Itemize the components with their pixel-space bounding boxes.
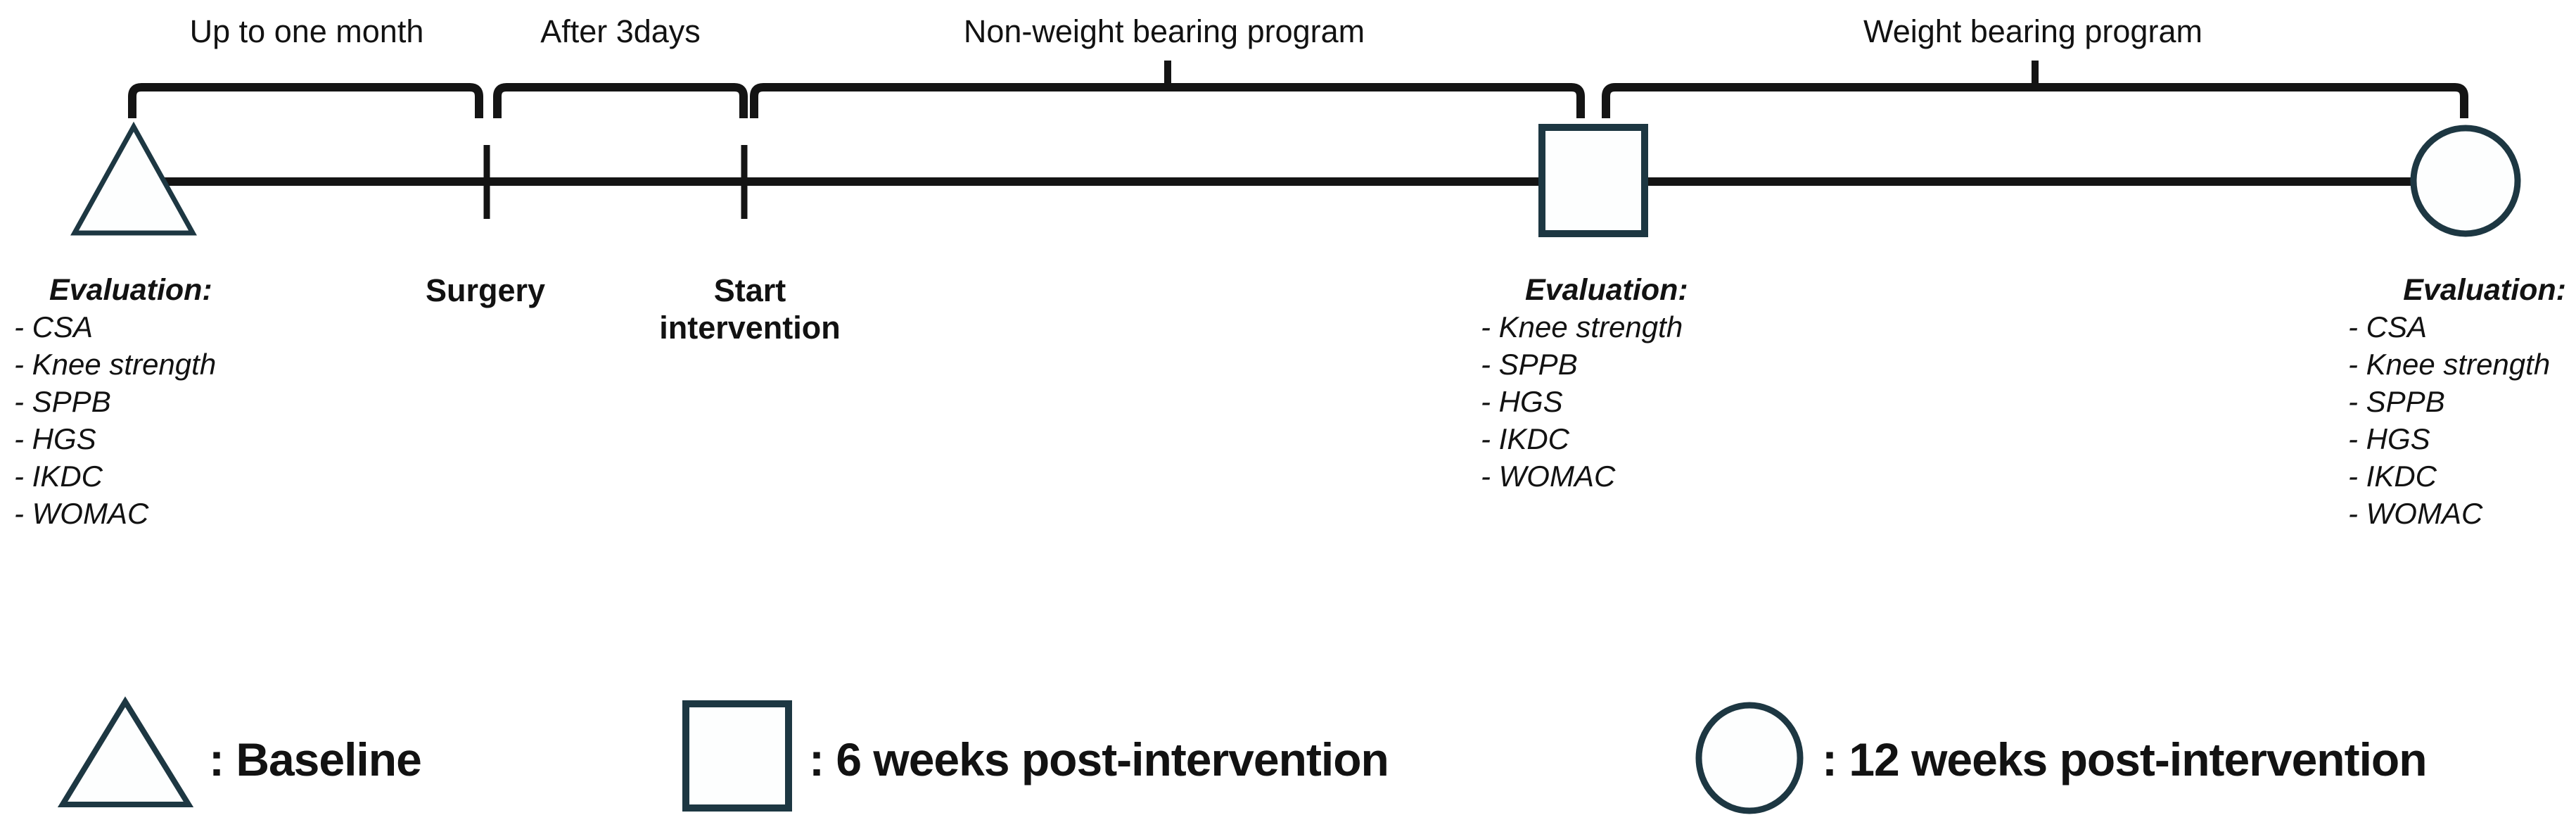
evaluation-baseline-item: - Knee strength [14, 348, 216, 381]
evaluation-twelve-weeks-heading: Evaluation: [2403, 273, 2566, 307]
evaluation-twelve-weeks-item: - HGS [2348, 422, 2430, 455]
start-intervention-label-line1: Start [714, 272, 786, 308]
evaluation-six-weeks-heading: Evaluation: [1525, 273, 1688, 307]
bracket-after-3days [493, 83, 748, 118]
legend-triangle-icon [57, 696, 194, 807]
evaluation-twelve-weeks-item: - Knee strength [2348, 348, 2550, 381]
evaluation-baseline-item: - CSA [14, 310, 93, 343]
legend-six-weeks-label: : 6 weeks post-intervention [809, 733, 1389, 785]
evaluation-twelve-weeks-item: - SPPB [2348, 385, 2445, 418]
baseline-triangle-marker [70, 121, 197, 236]
surgery-label: Surgery [426, 272, 545, 308]
phase-label-up-to-one-month: Up to one month [190, 13, 424, 49]
evaluation-baseline-item: - SPPB [14, 385, 111, 418]
evaluation-six-weeks-item: - HGS [1481, 385, 1563, 418]
phase-label-weight-bearing: Weight bearing program [1863, 13, 2202, 49]
evaluation-six-weeks-item: - IKDC [1481, 422, 1570, 455]
evaluation-six-weeks-item: - WOMAC [1481, 460, 1616, 493]
bracket-weight-bearing [1602, 83, 2468, 118]
start-intervention-label-line2: intervention [659, 310, 841, 346]
evaluation-list-six-weeks: Evaluation: - Knee strength - SPPB - HGS… [1481, 273, 1688, 493]
legend: : Baseline : 6 weeks post-intervention :… [57, 696, 2428, 814]
evaluation-baseline-item: - HGS [14, 422, 96, 455]
phase-label-non-weight-bearing: Non-weight bearing program [964, 13, 1365, 49]
evaluation-six-weeks-item: - Knee strength [1481, 310, 1683, 343]
evaluation-list-twelve-weeks: Evaluation: - CSA - Knee strength - SPPB… [2348, 273, 2566, 530]
legend-twelve-weeks-label: : 12 weeks post-intervention [1822, 733, 2427, 785]
evaluation-list-baseline: Evaluation: - CSA - Knee strength - SPPB… [14, 273, 216, 530]
evaluation-twelve-weeks-item: - WOMAC [2348, 497, 2483, 530]
evaluation-twelve-weeks-item: - CSA [2348, 310, 2427, 343]
phase-label-after-3days: After 3days [540, 13, 701, 49]
legend-square-icon [682, 700, 792, 812]
legend-baseline-label: : Baseline [209, 733, 421, 785]
twelve-weeks-circle-marker [2410, 125, 2521, 237]
bracket-non-weight-bearing [750, 83, 1585, 118]
evaluation-six-weeks-item: - SPPB [1481, 348, 1578, 381]
evaluation-baseline-item: - IKDC [14, 460, 103, 493]
evaluation-baseline-heading: Evaluation: [49, 273, 212, 307]
six-weeks-square-marker [1538, 124, 1648, 237]
bracket-up-to-one-month [128, 83, 483, 118]
legend-circle-icon [1695, 702, 1804, 814]
evaluation-baseline-item: - WOMAC [14, 497, 149, 530]
evaluation-twelve-weeks-item: - IKDC [2348, 460, 2437, 493]
